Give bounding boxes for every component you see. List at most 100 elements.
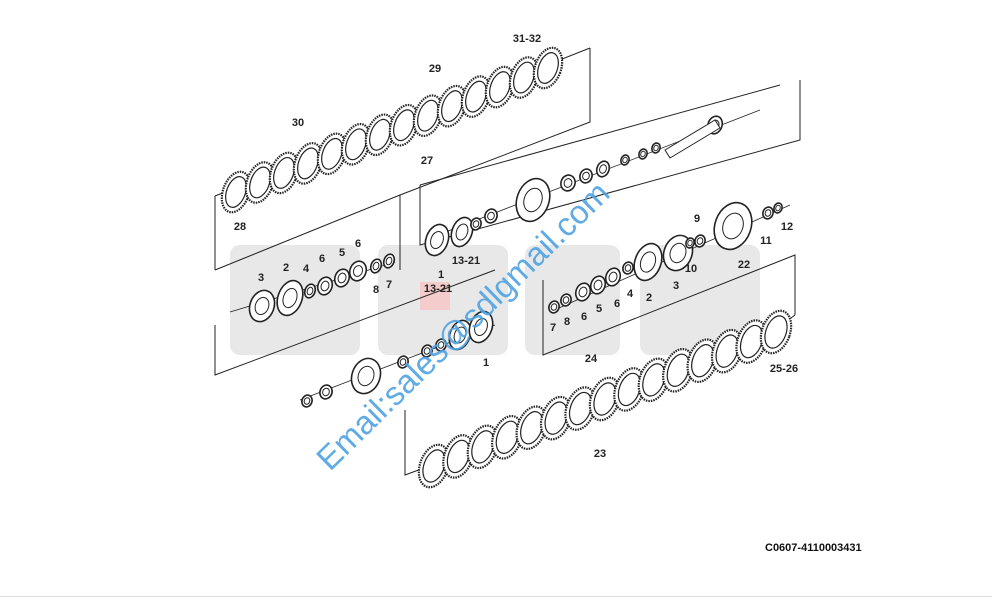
bearing <box>397 355 409 369</box>
disc-inner <box>474 317 488 337</box>
frame-top <box>214 48 591 271</box>
snap-ring <box>303 283 317 299</box>
snap-ring-inner <box>372 261 380 271</box>
washer <box>435 338 447 352</box>
callout-labels: 31-32 29 30 27 28 3 2 4 6 5 6 8 7 1 13-2… <box>234 33 798 460</box>
snap-ring <box>560 293 572 307</box>
ring-inner <box>653 144 659 152</box>
ring-inner <box>622 156 628 164</box>
clutch-disc <box>759 309 793 355</box>
disc-inner <box>430 230 444 250</box>
disc-inner <box>393 109 415 142</box>
clutch-disc <box>613 367 646 412</box>
ring-inner <box>687 239 693 247</box>
disc-inner <box>739 324 764 359</box>
seal <box>448 319 472 351</box>
bearing-outer <box>333 268 351 288</box>
callout-2: 2 <box>646 292 652 304</box>
washer <box>316 276 334 296</box>
seal-outer <box>448 319 472 351</box>
piston-inner <box>639 251 657 273</box>
disc-inner <box>273 156 295 189</box>
disc-inner <box>465 80 487 113</box>
callout-10: 10 <box>685 263 697 275</box>
disc-inner <box>369 118 391 151</box>
washer-outer <box>604 267 622 287</box>
washer-outer <box>484 208 498 224</box>
disc-inner <box>544 401 568 435</box>
callout-13-21: 13-21 <box>424 283 452 295</box>
ring-inner <box>640 150 646 158</box>
ring-inner <box>775 204 781 212</box>
disc-inner <box>422 449 446 483</box>
o-ring-outer <box>248 289 276 323</box>
seal-inner <box>455 223 469 241</box>
gear <box>515 177 551 223</box>
bearing-inner <box>322 387 330 397</box>
washer-outer <box>316 276 334 296</box>
piston-outer <box>633 242 663 282</box>
callout-6: 6 <box>581 311 587 323</box>
snap-ring <box>470 217 482 231</box>
bearing-outer <box>319 384 333 400</box>
disc-inner <box>593 382 617 416</box>
bottom-divider <box>0 596 992 597</box>
washer-inner <box>437 341 445 349</box>
washer-outer <box>579 168 593 184</box>
disc-outer <box>532 46 564 90</box>
washer-outer <box>574 282 592 302</box>
seal-inner <box>453 326 467 344</box>
washer-inner <box>578 286 588 298</box>
bearing-inner <box>764 209 772 217</box>
washer <box>579 168 593 184</box>
clutch-drum <box>713 201 753 251</box>
bearing-outer <box>694 234 706 248</box>
callout-4: 4 <box>627 288 634 300</box>
gear-parts <box>229 109 791 408</box>
disc-inner <box>495 420 519 454</box>
o-ring-inner <box>669 242 687 264</box>
disc-inner <box>225 176 247 208</box>
ring-inner <box>624 264 632 272</box>
callout-12: 12 <box>781 221 793 233</box>
bearing-outer <box>595 160 611 178</box>
washer <box>604 267 622 287</box>
bearing-inner <box>399 358 407 366</box>
callout-30: 30 <box>292 117 304 129</box>
disc-inner <box>568 391 593 426</box>
ring <box>685 237 695 249</box>
disc-inner <box>617 372 642 407</box>
bearing <box>589 275 607 295</box>
callout-31-32: 31-32 <box>513 33 541 45</box>
snap-ring-inner <box>385 256 393 266</box>
gear-inner <box>523 187 543 213</box>
seal <box>450 216 474 248</box>
frame-lower <box>214 254 796 376</box>
bearing-inner <box>599 164 607 174</box>
bearing <box>694 234 706 248</box>
callout-23: 23 <box>594 448 606 460</box>
callout-13-21: 13-21 <box>452 255 480 267</box>
snap-ring-inner <box>306 286 314 296</box>
disc-outer <box>759 309 793 355</box>
disc-inner <box>249 166 271 199</box>
piston <box>276 279 304 317</box>
washer-outer <box>435 338 447 352</box>
washer-inner <box>582 171 590 181</box>
washer-outer <box>348 260 368 282</box>
clutch-disc <box>364 113 396 157</box>
clutch-disc-rings <box>220 46 793 489</box>
piston-inner <box>282 287 298 309</box>
gear-outer <box>350 357 382 395</box>
washer-inner <box>608 271 618 283</box>
snap-ring-inner <box>562 296 570 304</box>
disc-inner <box>513 61 535 94</box>
callout-1: 1 <box>438 269 444 281</box>
clutch-disc <box>735 319 768 364</box>
clutch-drum-outer <box>713 201 753 251</box>
disc-inner <box>537 52 559 84</box>
o-ring <box>248 289 276 323</box>
clutch-drum-inner <box>722 212 744 240</box>
disc-outer <box>468 310 494 344</box>
